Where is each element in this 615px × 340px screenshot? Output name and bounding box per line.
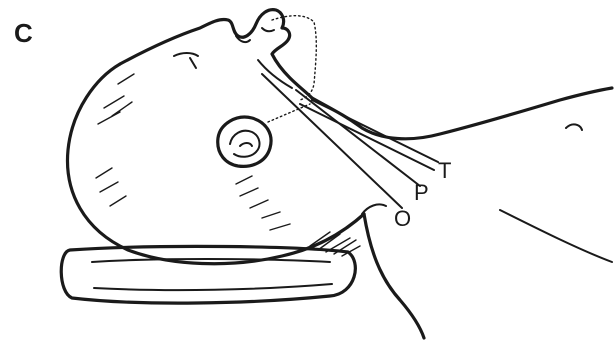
neck-shoulder	[312, 88, 612, 338]
line-t-upper	[312, 100, 438, 162]
line-o	[262, 74, 402, 208]
label-o: O	[394, 206, 411, 231]
jaw-reference-dotted	[268, 16, 316, 122]
pillow	[61, 232, 360, 303]
reference-lines	[262, 74, 438, 208]
face-profile	[120, 10, 312, 98]
head-outline	[68, 64, 365, 264]
label-p: P	[414, 180, 429, 205]
label-t: T	[438, 158, 451, 183]
ear	[218, 117, 271, 166]
panel-label: C	[14, 18, 33, 48]
